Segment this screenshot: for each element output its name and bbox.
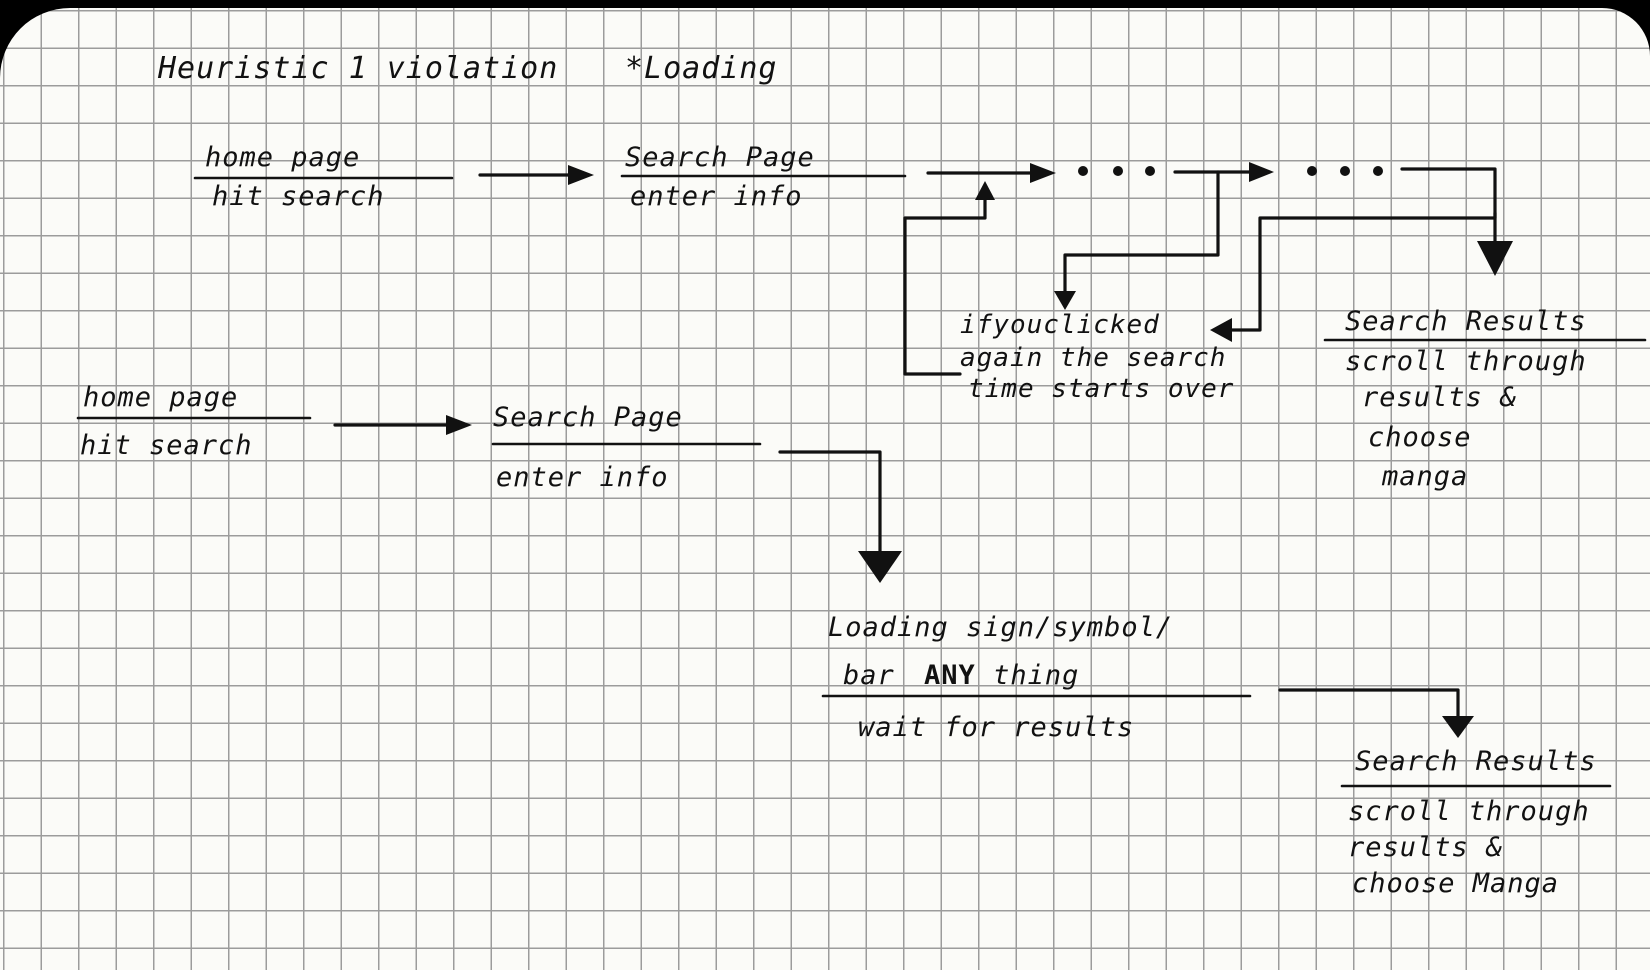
arrowhead [568, 165, 594, 185]
proposed-results-node: Search Results scroll through results & … [1340, 746, 1612, 899]
arrow-proposed-search-to-loading [778, 450, 882, 555]
diagram-title-note: *Loading [625, 51, 778, 86]
loading-sub: wait for results [858, 712, 1134, 743]
current-results-line3: choose [1368, 422, 1472, 453]
loading-line1: Loading sign/symbol/ [828, 612, 1173, 643]
loop-connector-left [1063, 170, 1220, 295]
current-home-title: home page [205, 142, 360, 173]
wait-dots-1 [1078, 166, 1155, 176]
loading-line2-bold: ANY [924, 660, 976, 691]
proposed-flow: home page hit search Search Page enter i… [76, 382, 1612, 899]
svg-text:bar ANY thing: bar ANY thing [843, 660, 1079, 691]
diagram-title: Heuristic 1 violation [157, 51, 558, 86]
arrowhead [1210, 318, 1232, 342]
arrowhead [975, 181, 995, 200]
current-home-sub: hit search [212, 181, 385, 212]
loop-note-line3: time starts over [968, 374, 1234, 404]
proposed-home-sub: hit search [80, 430, 253, 461]
arrowhead [1054, 291, 1076, 310]
current-flow: home page hit search Search Page enter i… [193, 142, 1647, 492]
current-results-line2: results & [1362, 382, 1517, 413]
arrowhead [1030, 163, 1056, 183]
arrow-loading-to-results [1278, 688, 1460, 720]
proposed-search-node: Search Page enter info [491, 402, 762, 493]
loop-connector-right [1226, 167, 1497, 332]
current-search-title: Search Page [625, 142, 815, 173]
proposed-results-line1: scroll through [1348, 796, 1590, 827]
proposed-results-line2: results & [1348, 832, 1503, 863]
proposed-home-title: home page [83, 382, 238, 413]
arrowhead [446, 415, 472, 435]
arrowhead [1442, 716, 1474, 738]
current-results-title: Search Results [1345, 306, 1587, 337]
loop-back-to-search [903, 194, 987, 376]
current-search-sub: enter info [630, 181, 803, 212]
loop-note-line2: again the search [960, 343, 1226, 373]
loading-node: Loading sign/symbol/ bar ANY thing wait … [821, 612, 1252, 743]
loop-note-line1: ifyouclicked [960, 310, 1160, 340]
current-results-line4: manga [1381, 461, 1468, 492]
wait-dots-2 [1307, 166, 1383, 176]
arrowhead [1249, 162, 1274, 182]
arrowhead [1477, 241, 1513, 276]
arrowhead [858, 551, 902, 583]
proposed-results-title: Search Results [1355, 746, 1597, 777]
current-results-line1: scroll through [1345, 346, 1587, 377]
current-results-node: Search Results scroll through results & … [1323, 306, 1647, 492]
proposed-search-title: Search Page [493, 402, 683, 433]
flow-diagram: Heuristic 1 violation *Loading home page… [76, 51, 1647, 899]
loading-line2-post: thing [993, 660, 1079, 691]
current-search-node: Search Page enter info [620, 142, 907, 212]
proposed-search-sub: enter info [496, 462, 669, 493]
proposed-results-line3: choose Manga [1352, 868, 1559, 899]
loading-line2-pre: bar [843, 660, 895, 691]
proposed-home-node: home page hit search [76, 382, 312, 461]
loop-note: ifyouclicked again the search time start… [960, 310, 1234, 404]
current-home-node: home page hit search [193, 142, 454, 212]
graph-paper-sheet: Heuristic 1 violation *Loading home page… [0, 8, 1650, 970]
